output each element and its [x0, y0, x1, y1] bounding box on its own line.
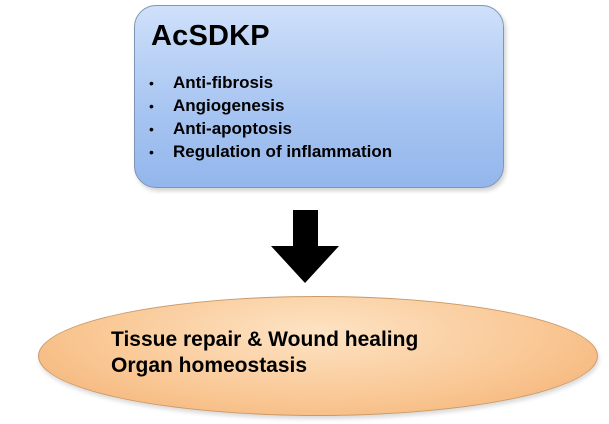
- list-item: • Regulation of inflammation: [149, 140, 392, 163]
- list-item-label: Regulation of inflammation: [173, 141, 393, 161]
- list-item: • Angiogenesis: [149, 94, 392, 117]
- down-arrow-shape: [271, 210, 339, 283]
- list-item: • Anti-apoptosis: [149, 117, 392, 140]
- list-item-label: Anti-apoptosis: [173, 118, 292, 138]
- outcome-text: Tissue repair & Wound healing Organ home…: [111, 327, 418, 379]
- bullet-icon: •: [149, 97, 154, 114]
- list-item-label: Angiogenesis: [173, 95, 285, 115]
- list-item: • Anti-fibrosis: [149, 71, 392, 94]
- box-title: AcSDKP: [151, 20, 270, 52]
- outcome-ellipse: Tissue repair & Wound healing Organ home…: [38, 296, 598, 416]
- bullet-icon: •: [149, 120, 154, 137]
- outcome-line-organ-homeostasis: Organ homeostasis: [111, 354, 308, 377]
- bullet-icon: •: [149, 74, 154, 91]
- list-item-label: Anti-fibrosis: [173, 72, 274, 92]
- effects-list: • Anti-fibrosis • Angiogenesis • Anti-ap…: [149, 71, 392, 163]
- outcome-line-tissue-repair: Tissue repair & Wound healing: [111, 328, 419, 351]
- bullet-icon: •: [149, 143, 154, 160]
- acsdkp-box: AcSDKP • Anti-fibrosis • Angiogenesis • …: [134, 5, 504, 188]
